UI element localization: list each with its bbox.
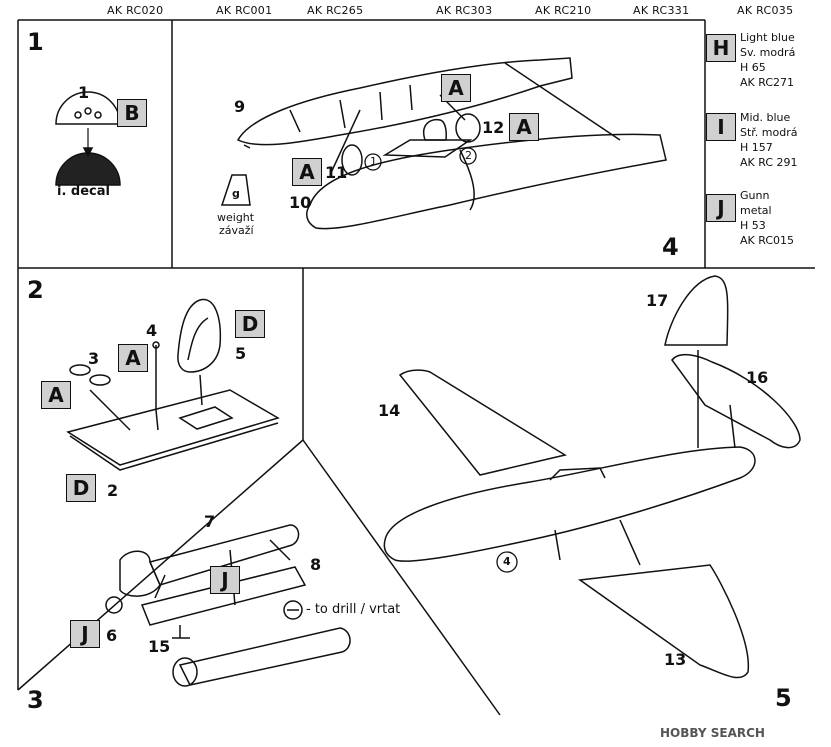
- part-2-label: 2: [107, 481, 119, 500]
- paint-code-5: AK RC210: [535, 4, 592, 17]
- color-box-a-top: A: [441, 74, 471, 102]
- seat-sub: [423, 118, 447, 141]
- part-16-label: 16: [746, 368, 769, 387]
- paint-code-1: AK RC020: [107, 4, 164, 17]
- weight-part: [220, 174, 251, 206]
- part-5-label: 5: [235, 344, 247, 363]
- exhaust-part-8: [140, 566, 307, 626]
- color-box-a-right: A: [509, 113, 539, 141]
- part-14-label: 14: [378, 401, 401, 420]
- color-box-a-stick: A: [118, 344, 148, 372]
- fuselage-upper-half: [236, 57, 573, 146]
- color-box-a-left: A: [292, 158, 322, 186]
- part-4-label: 4: [146, 321, 158, 340]
- weight-label-cz: závaží: [219, 224, 254, 237]
- part-8-label: 8: [310, 555, 322, 574]
- canopy-12: [455, 113, 481, 143]
- part-11-label: 11: [325, 163, 348, 182]
- part-15-label: 15: [148, 637, 171, 656]
- color-box-j-intake: J: [70, 620, 100, 648]
- step-3-number: 3: [27, 686, 44, 714]
- stabilizer-part-16: [671, 353, 801, 449]
- part-7-label: 7: [204, 512, 216, 531]
- drill-symbol: [283, 600, 303, 620]
- legend-i-text: Mid. blue Stř. modrá H 157 AK RC 291: [740, 111, 798, 169]
- legend-box-j: J: [706, 194, 736, 222]
- circle-1-label: 1: [370, 155, 377, 168]
- color-box-a-pedals: A: [41, 381, 71, 409]
- cockpit-floor-part-2: [66, 389, 280, 466]
- instrument-panel-decal: [55, 152, 121, 186]
- legend-box-i: I: [706, 113, 736, 141]
- color-box-d-seat: D: [235, 310, 265, 338]
- weight-label-en: weight: [217, 211, 255, 224]
- watermark: HOBBY SEARCH: [660, 726, 765, 740]
- step5-diagonal: [302, 439, 501, 716]
- rudder-pedals-part-3: [69, 364, 91, 376]
- step3-diagonal: [17, 439, 304, 691]
- color-box-b: B: [117, 99, 147, 127]
- part-3-label: 3: [88, 349, 100, 368]
- paint-code-7: AK RC035: [737, 4, 794, 17]
- step-5-number: 5: [775, 684, 792, 712]
- decal-label: i. decal: [57, 184, 110, 199]
- part-13-label: 13: [664, 650, 687, 669]
- paint-code-6: AK RC331: [633, 4, 690, 17]
- step-4-number: 4: [662, 233, 679, 261]
- circle-4-label: 4: [503, 555, 511, 568]
- part-6-label: 6: [106, 626, 118, 645]
- part-17-label: 17: [646, 291, 669, 310]
- circle-2-label: 2: [465, 149, 472, 162]
- step-2-number: 2: [27, 276, 44, 304]
- assembled-fuselage: [383, 446, 756, 562]
- paint-code-3: AK RC265: [307, 4, 364, 17]
- color-box-j-exhaust: J: [210, 566, 240, 594]
- legend-h-text: Light blue Sv. modrá H 65 AK RC271: [740, 31, 796, 89]
- legend-j-text: Gunn metal H 53 AK RC015: [740, 189, 795, 247]
- fuselage-lower-half: [306, 133, 667, 230]
- part-9-label: 9: [234, 97, 246, 116]
- cockpit-floor-sub: [382, 139, 473, 158]
- part-1-label: 1: [78, 83, 90, 102]
- wing-part-14: [398, 369, 567, 476]
- part-10-label: 10: [289, 193, 312, 212]
- wing-part-13: [577, 564, 749, 679]
- step-1-number: 1: [27, 28, 44, 56]
- legend-box-h: H: [706, 34, 736, 62]
- seat-part-5: [177, 298, 222, 373]
- bulkhead-11: [341, 144, 363, 176]
- paint-code-4: AK RC303: [436, 4, 493, 17]
- fin-part-17: [664, 275, 729, 346]
- weight-letter: g: [232, 187, 240, 200]
- color-box-d-floor: D: [66, 474, 96, 502]
- part-12-label: 12: [482, 118, 505, 137]
- drill-note: - to drill / vrtat: [306, 602, 401, 617]
- paint-code-2: AK RC001: [216, 4, 273, 17]
- exhaust-part-7: [148, 524, 300, 586]
- nozzle-part: [178, 627, 351, 686]
- intake-grill-part-6: [105, 596, 123, 614]
